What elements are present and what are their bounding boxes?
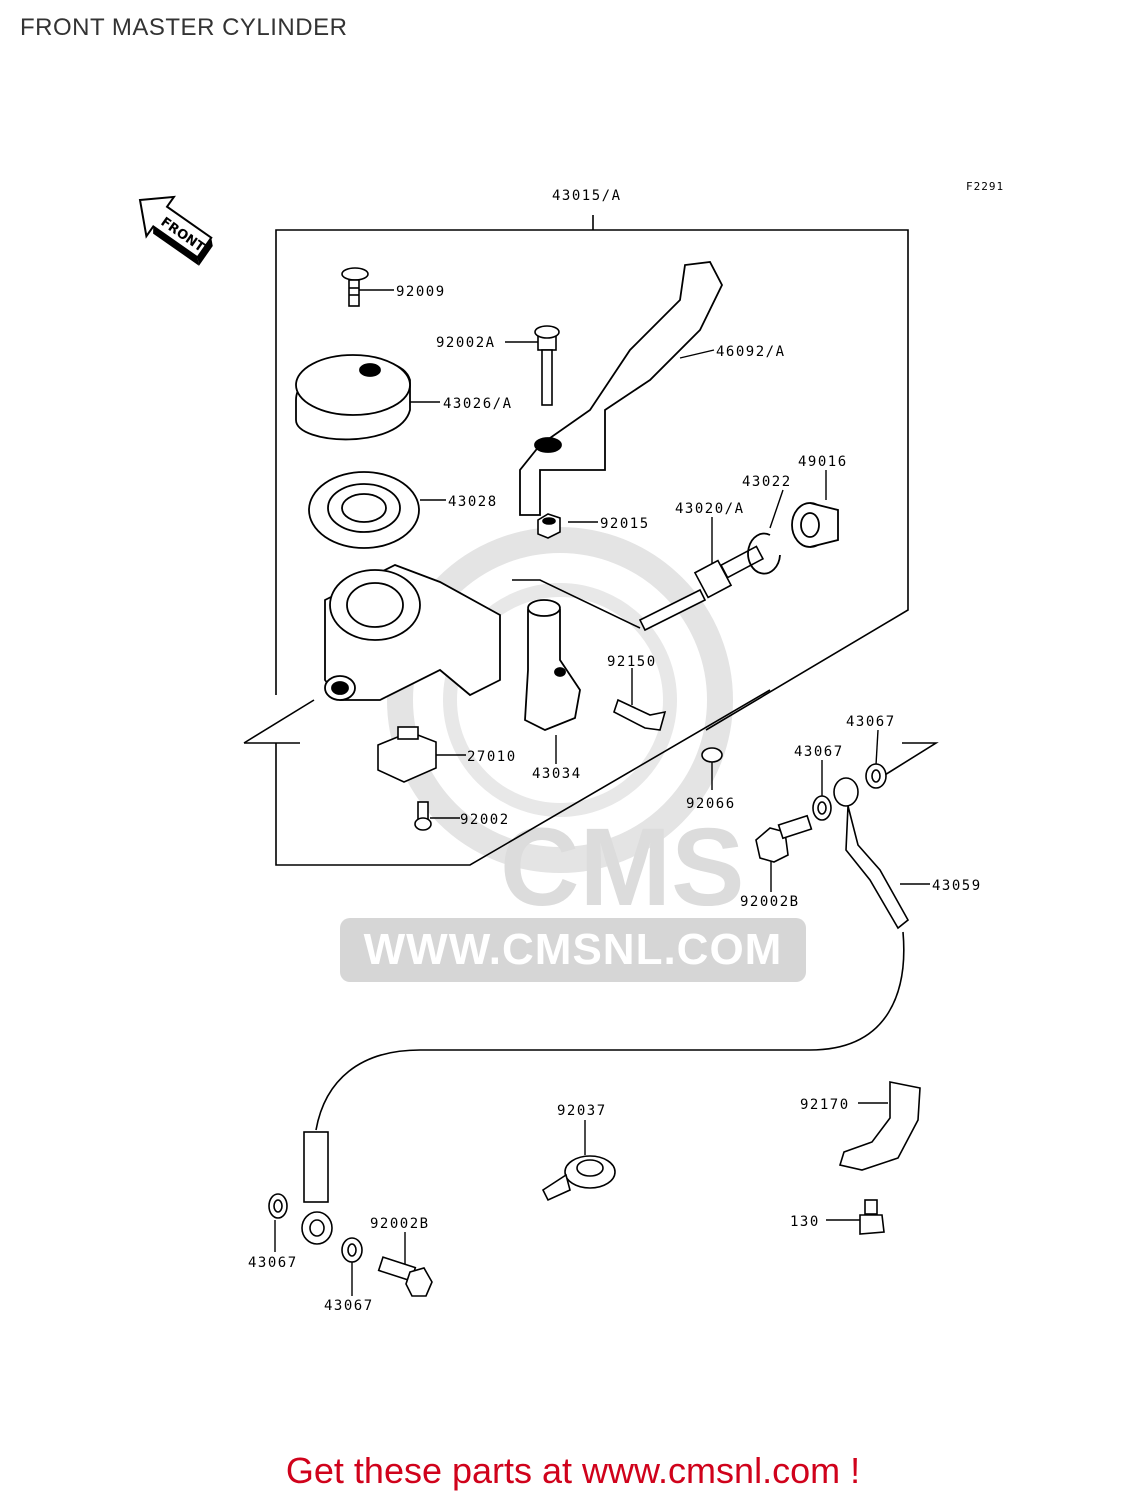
part-banjo-bolt-92002B-top: [755, 814, 813, 863]
part-label-27010: 27010: [467, 749, 517, 765]
cta-link[interactable]: Get these parts at www.cmsnl.com !: [285, 1450, 861, 1491]
part-master-cylinder-body: [324, 564, 501, 701]
part-bolt-130: [859, 1199, 885, 1235]
page-title: FRONT MASTER CYLINDER: [20, 14, 348, 41]
watermark-url: WWW.CMSNL.COM: [363, 925, 783, 974]
part-switch-27010: [377, 726, 437, 783]
part-label-43034: 43034: [532, 766, 582, 782]
brake-hose: [315, 931, 905, 1131]
part-hose-end-lower: [301, 1131, 333, 1245]
part-screw-92002: [414, 801, 432, 831]
part-bolt-92150: [613, 698, 667, 731]
part-label-92150: 92150: [607, 654, 657, 670]
part-label-43020: 43020/A: [675, 501, 745, 517]
part-label-43026: 43026/A: [443, 396, 513, 412]
part-label-49016: 49016: [798, 454, 848, 470]
watermark-logo-text: CMS: [500, 806, 744, 929]
part-label-43067-c: 43067: [248, 1255, 298, 1271]
part-screw-92009: [341, 267, 369, 307]
part-label-92009: 92009: [396, 284, 446, 300]
part-cap-92066: [701, 747, 723, 763]
figure-code: F2291: [966, 180, 1004, 193]
part-washer-43067-lower-a: [268, 1193, 288, 1219]
part-label-43067-d: 43067: [324, 1298, 374, 1314]
part-label-43015: 43015/A: [552, 188, 622, 204]
part-boot-49016: [791, 502, 839, 548]
part-label-43028: 43028: [448, 494, 498, 510]
assembly-frame: [243, 215, 939, 866]
part-piston-43020: [638, 545, 765, 632]
part-nut-92015: [537, 513, 561, 539]
part-circlip-43022: [747, 532, 781, 575]
part-holder-43034: [524, 599, 581, 731]
part-label-43059: 43059: [932, 878, 982, 894]
part-label-130: 130: [790, 1214, 820, 1230]
part-label-92002: 92002: [460, 812, 510, 828]
part-diaphragm-43028: [308, 471, 420, 549]
leader-lines: [274, 289, 930, 1296]
part-washer-43067-top-b: [865, 763, 887, 789]
part-clamp-92170: [838, 1081, 921, 1171]
part-cap-43026: [295, 354, 411, 441]
part-label-92170: 92170: [800, 1097, 850, 1113]
part-hose-fitting-43059: [833, 777, 910, 930]
part-label-46092: 46092/A: [716, 344, 786, 360]
part-label-43067-a: 43067: [846, 714, 896, 730]
part-banjo-bolt-92002B-lower: [377, 1256, 433, 1297]
part-label-92002B-a: 92002B: [740, 894, 800, 910]
part-label-43022: 43022: [742, 474, 792, 490]
part-lever-46092: [519, 261, 724, 516]
part-label-92002B-b: 92002B: [370, 1216, 430, 1232]
part-label-92066: 92066: [686, 796, 736, 812]
part-washer-43067-lower-b: [341, 1237, 363, 1263]
part-label-92002A: 92002A: [436, 335, 496, 351]
part-label-92015: 92015: [600, 516, 650, 532]
part-bolt-92002A: [534, 325, 560, 406]
part-clamp-92037: [541, 1155, 616, 1202]
front-arrow-icon: FRONT: [138, 195, 213, 266]
part-label-92037: 92037: [557, 1103, 607, 1119]
part-label-43067-b: 43067: [794, 744, 844, 760]
part-washer-43067-top-a: [812, 795, 832, 821]
